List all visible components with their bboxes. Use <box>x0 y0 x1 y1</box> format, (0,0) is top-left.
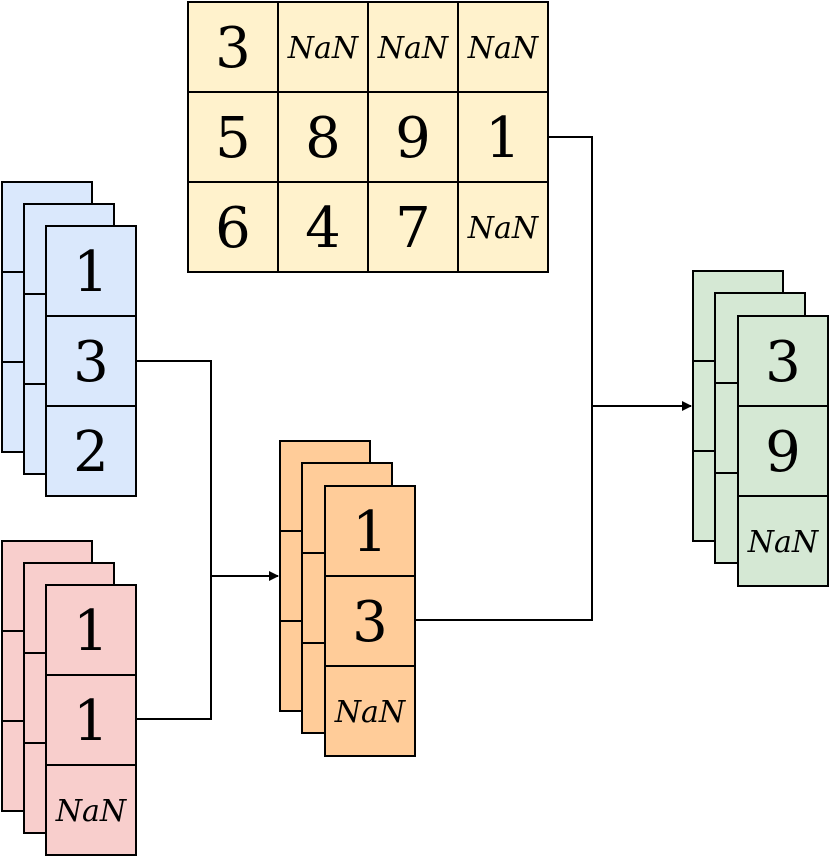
red-stack-cell-2-value: NaN <box>55 794 128 829</box>
green-stack-cell-2 <box>737 495 829 587</box>
red-stack-cell-1-value: 1 <box>73 689 109 754</box>
orange-stack-cell-0-value: 1 <box>352 500 388 565</box>
connector-matrix-to-green <box>548 136 593 406</box>
matrix-cell-r1-c1-value: 8 <box>305 106 341 171</box>
green-stack-cell-1-value: 9 <box>765 420 801 485</box>
green-stack-cell-1 <box>737 405 829 497</box>
blue-stack-cell-2-value: 2 <box>73 420 109 485</box>
matrix-cell-r2-c1 <box>277 181 369 273</box>
matrix-cell-r1-c3 <box>457 91 549 183</box>
blue-stack: 1 3 2 <box>1 181 137 497</box>
green-stack-cell-2-value: NaN <box>747 525 820 560</box>
orange-stack-cell-1-value: 3 <box>352 590 388 655</box>
orange-stack-cell-2-value: NaN <box>334 695 407 730</box>
red-stack-cell-0 <box>45 584 137 676</box>
matrix-cell-r0-c3 <box>457 1 549 93</box>
blue-stack-cell-2 <box>45 405 137 497</box>
orange-stack-cell-1 <box>324 575 416 667</box>
red-stack-cell-2 <box>45 764 137 856</box>
matrix-cell-r0-c1 <box>277 1 369 93</box>
connector-red-to-orange <box>137 576 212 720</box>
matrix-cell-r2-c3 <box>457 181 549 273</box>
matrix-cell-r0-c0-value: 3 <box>215 16 251 81</box>
matrix-cell-r2-c2-value: 7 <box>395 196 431 261</box>
matrix-cell-r1-c0-value: 5 <box>215 106 251 171</box>
matrix-cell-r0-c3-value: NaN <box>467 31 540 66</box>
matrix-cell-r1-c1 <box>277 91 369 183</box>
blue-stack-cell-0 <box>45 225 137 317</box>
matrix-cell-r2-c0-value: 6 <box>215 196 251 261</box>
red-stack-cell-1 <box>45 674 137 766</box>
matrix-cell-r2-c3-value: NaN <box>467 211 540 246</box>
orange-stack-cell-2 <box>324 665 416 757</box>
blue-stack-cell-0-value: 1 <box>73 240 109 305</box>
matrix-cell-r1-c2-value: 9 <box>395 106 431 171</box>
blue-stack-cell-1-value: 3 <box>73 330 109 395</box>
matrix-cell-r0-c2-value: NaN <box>377 31 450 66</box>
matrix-cell-r0-c0 <box>187 1 279 93</box>
connector-orange-to-green <box>415 406 593 621</box>
red-stack-cell-0-value: 1 <box>73 599 109 664</box>
matrix-cell-r1-c3-value: 1 <box>485 106 521 171</box>
blue-stack-cell-1 <box>45 315 137 407</box>
matrix-cell-r0-c1-value: NaN <box>287 31 360 66</box>
orange-stack-cell-0 <box>324 485 416 577</box>
matrix-cell-r2-c0 <box>187 181 279 273</box>
connector-blue-to-orange <box>137 360 212 576</box>
green-stack-cell-0-value: 3 <box>765 330 801 395</box>
matrix-cell-r2-c1-value: 4 <box>305 196 341 261</box>
